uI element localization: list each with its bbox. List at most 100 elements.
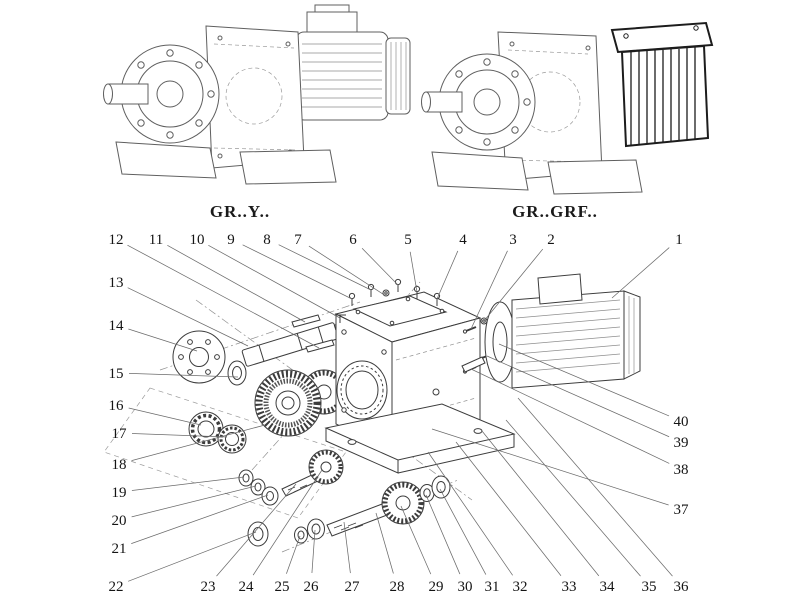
callout-number-2: 2 bbox=[547, 232, 555, 248]
callout-leader-10 bbox=[208, 244, 341, 319]
callout-number-25: 25 bbox=[275, 579, 290, 595]
callout-leader-16 bbox=[128, 407, 202, 426]
callout-leader-32 bbox=[427, 451, 513, 576]
callout-leader-17 bbox=[131, 433, 228, 438]
callout-leader-27 bbox=[343, 521, 351, 574]
callout-number-38: 38 bbox=[674, 462, 689, 478]
callout-leader-28 bbox=[375, 512, 394, 574]
callout-number-28: 28 bbox=[390, 579, 405, 595]
oil-seal bbox=[227, 360, 247, 386]
fan-cover bbox=[385, 37, 411, 115]
callout-number-7: 7 bbox=[294, 232, 302, 248]
mounting-foot bbox=[115, 141, 217, 179]
gearbox-housing bbox=[324, 291, 516, 474]
callout-leader-8 bbox=[278, 244, 372, 291]
callout-leader-36 bbox=[517, 397, 673, 577]
callout-number-21: 21 bbox=[112, 541, 127, 557]
mounting-foot bbox=[547, 159, 643, 195]
output-shaft bbox=[425, 91, 463, 113]
callout-leader-12 bbox=[127, 244, 320, 349]
callout-leader-33 bbox=[455, 441, 562, 577]
output-flange-part bbox=[172, 330, 226, 384]
callout-leader-21 bbox=[131, 494, 269, 544]
callout-number-3: 3 bbox=[509, 232, 517, 248]
callout-number-34: 34 bbox=[600, 579, 616, 595]
callout-number-26: 26 bbox=[304, 579, 320, 595]
callout-number-23: 23 bbox=[201, 579, 216, 595]
callout-leader-15 bbox=[128, 373, 239, 378]
callout-leader-40 bbox=[498, 343, 670, 417]
roller-bearing bbox=[217, 424, 247, 454]
exploded-view bbox=[103, 273, 641, 553]
callout-leader-3 bbox=[470, 250, 508, 330]
callout-number-22: 22 bbox=[109, 579, 124, 595]
fan-cover-fins bbox=[390, 42, 407, 110]
callout-number-29: 29 bbox=[429, 579, 444, 595]
callout-leader-38 bbox=[470, 368, 670, 464]
callout-leader-1 bbox=[611, 247, 670, 299]
motor-fins bbox=[515, 299, 621, 373]
callout-leader-13 bbox=[127, 287, 249, 347]
callout-number-30: 30 bbox=[458, 579, 473, 595]
callout-leader-30 bbox=[425, 494, 461, 575]
callout-number-27: 27 bbox=[345, 579, 361, 595]
callout-leader-2 bbox=[483, 248, 544, 322]
callout-number-5: 5 bbox=[404, 232, 412, 248]
hidden-bore bbox=[225, 67, 283, 125]
callout-leader-34 bbox=[481, 430, 600, 577]
intermediate-shaft-assembly bbox=[294, 475, 451, 544]
callout-leader-26 bbox=[311, 529, 316, 574]
callout-number-37: 37 bbox=[674, 502, 690, 518]
top-plate bbox=[610, 21, 714, 54]
callout-number-13: 13 bbox=[109, 275, 124, 291]
gear-housing bbox=[205, 25, 305, 169]
inspection-cover bbox=[352, 295, 448, 327]
callout-leader-37 bbox=[431, 428, 669, 506]
callout-number-6: 6 bbox=[349, 232, 357, 248]
variant-label-gr-y: GR..Y.. bbox=[209, 202, 271, 221]
shaft-key bbox=[291, 314, 321, 328]
callout-leader-11 bbox=[167, 244, 306, 323]
callout-leader-18 bbox=[131, 424, 266, 462]
mounting-foot bbox=[239, 149, 337, 185]
shaft-key bbox=[305, 339, 335, 353]
variant-label-gr-grf: GR..GRF.. bbox=[512, 202, 598, 221]
assembled-view-gr-y bbox=[103, 4, 411, 185]
callout-number-36: 36 bbox=[674, 579, 690, 595]
callout-number-15: 15 bbox=[109, 366, 124, 382]
callout-number-39: 39 bbox=[674, 435, 689, 451]
callout-number-8: 8 bbox=[263, 232, 271, 248]
callout-leader-5 bbox=[409, 251, 418, 293]
breather-plug bbox=[334, 314, 346, 323]
callout-number-33: 33 bbox=[562, 579, 577, 595]
callout-leader-29 bbox=[400, 505, 432, 575]
callout-leader-25 bbox=[286, 535, 301, 574]
callout-number-4: 4 bbox=[459, 232, 467, 248]
callout-number-35: 35 bbox=[642, 579, 657, 595]
callout-leader-39 bbox=[486, 355, 670, 438]
callout-leader-14 bbox=[128, 328, 198, 352]
callout-leader-7 bbox=[308, 245, 387, 297]
assembled-view-gr-grf bbox=[421, 21, 714, 195]
pinion-shaft bbox=[281, 449, 344, 497]
cover-block bbox=[610, 21, 714, 148]
callout-number-16: 16 bbox=[109, 398, 125, 414]
callout-leader-31 bbox=[439, 488, 487, 575]
fan-end-cap bbox=[623, 290, 641, 380]
input-pinion bbox=[461, 356, 486, 373]
mounting-foot bbox=[431, 151, 529, 191]
callout-number-10: 10 bbox=[190, 232, 205, 248]
block-fins bbox=[630, 47, 696, 145]
callout-number-11: 11 bbox=[149, 232, 163, 248]
callout-leader-20 bbox=[131, 485, 257, 518]
callout-number-14: 14 bbox=[109, 318, 125, 334]
callout-leader-4 bbox=[436, 250, 459, 300]
housing-hidden-lines bbox=[213, 43, 297, 151]
callout-number-24: 24 bbox=[239, 579, 255, 595]
callout-leader-24 bbox=[252, 469, 323, 576]
callout-number-31: 31 bbox=[485, 579, 500, 595]
callout-leader-23 bbox=[216, 483, 297, 577]
callout-number-18: 18 bbox=[112, 457, 127, 473]
motor-fins bbox=[302, 43, 382, 108]
